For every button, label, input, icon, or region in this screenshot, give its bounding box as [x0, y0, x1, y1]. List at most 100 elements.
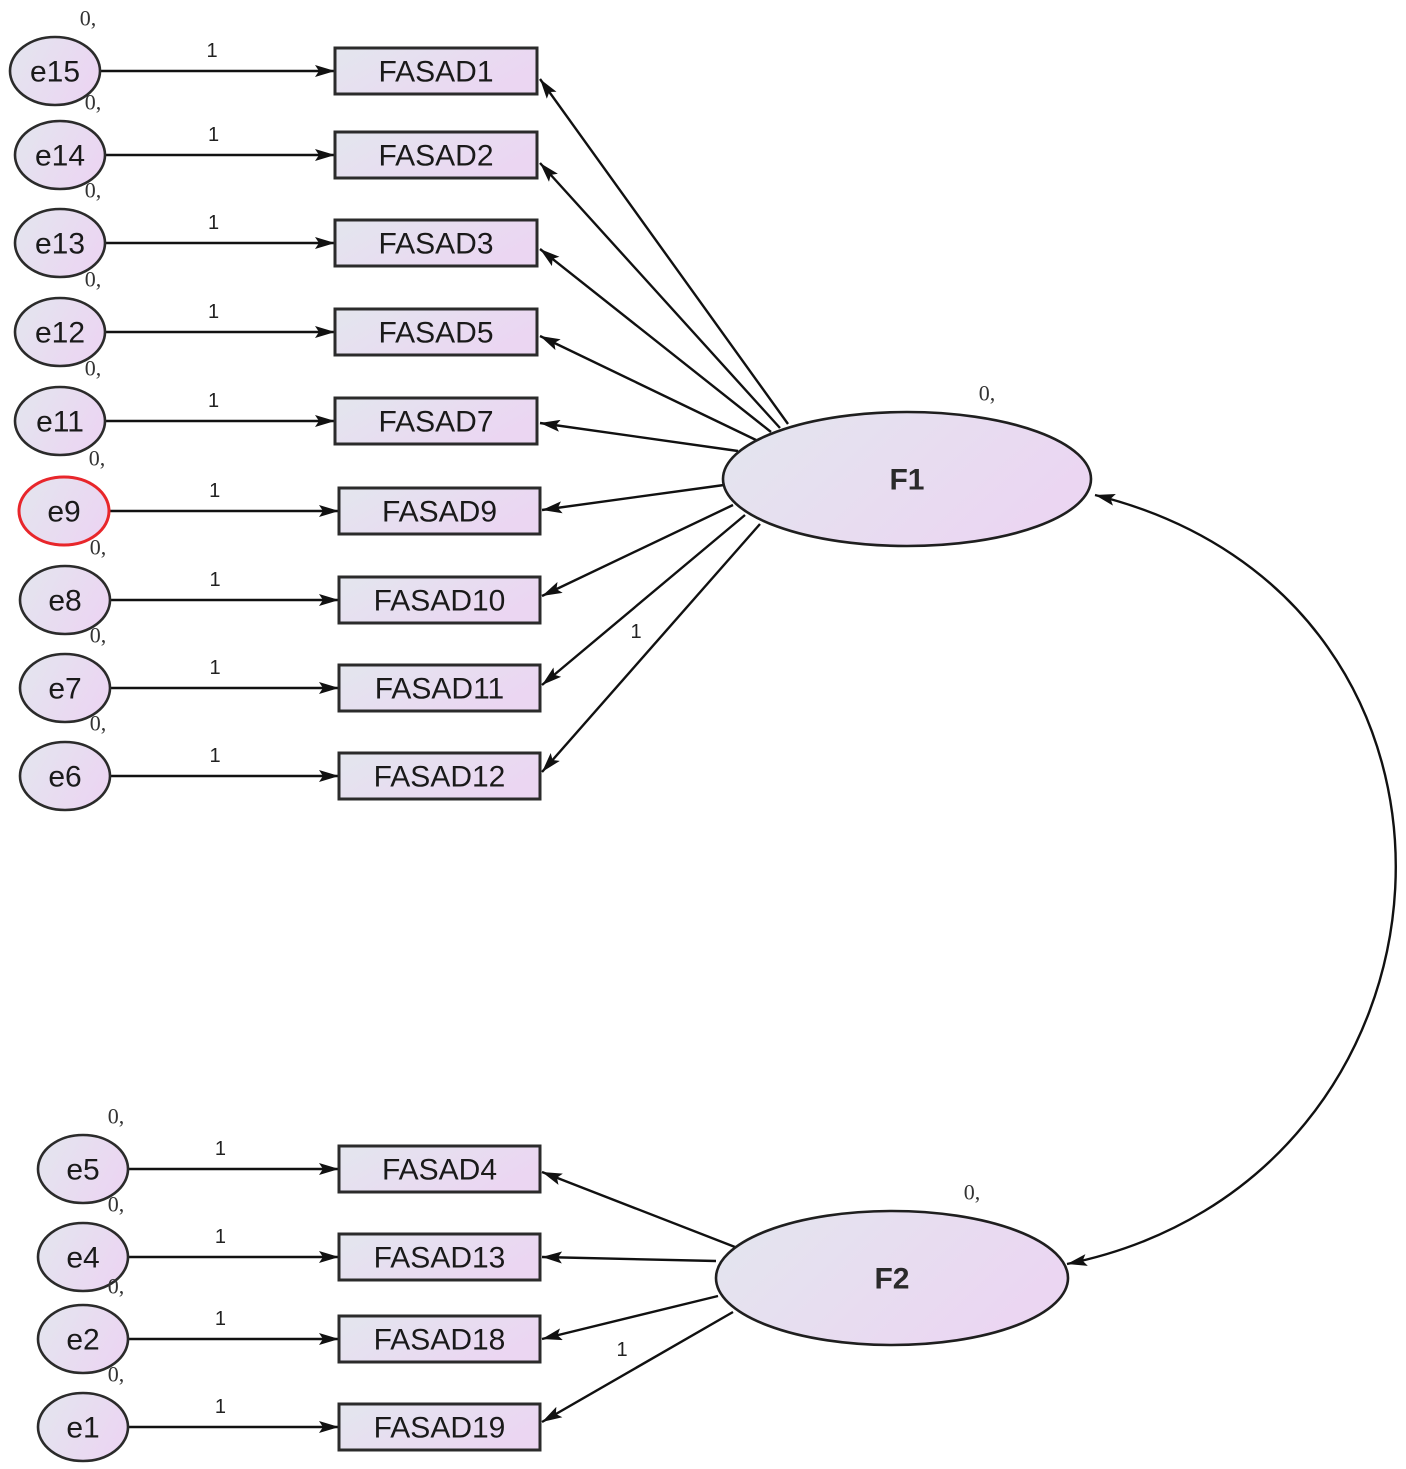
error-term-e8[interactable]: e8 0, [18, 535, 112, 636]
observed-box [337, 486, 542, 536]
observed-label: FASAD10 [374, 585, 506, 618]
observed-variable-fasad18[interactable]: FASAD18 [337, 1314, 542, 1364]
error-label: e13 [35, 228, 85, 261]
loading-path-fasad11 [541, 514, 746, 686]
observed-variable-fasad11[interactable]: FASAD11 [337, 663, 542, 713]
error-variance-label: 0, [85, 356, 102, 381]
loading-path-fasad19 [541, 1310, 734, 1424]
error-term-e6[interactable]: e60, [18, 711, 112, 812]
error-label: e7 [48, 673, 81, 706]
observed-label: FASAD13 [374, 1242, 506, 1275]
latent-factor-f1[interactable]: F1 0, [721, 381, 1093, 548]
loading-path-fasad4 [541, 1170, 736, 1249]
error-weight-label: 1 [215, 1226, 226, 1248]
error-ellipse [18, 652, 112, 724]
error-ellipse [36, 1221, 130, 1293]
error-weight-label: 1 [215, 1138, 226, 1160]
loading-path-fasad18 [541, 1294, 719, 1341]
error-ellipse [36, 1303, 130, 1375]
observed-variable-fasad4[interactable]: FASAD4 [337, 1144, 542, 1194]
error-ellipse [18, 740, 112, 812]
error-term-e9[interactable]: e9 0, [17, 446, 111, 547]
observed-box [333, 218, 539, 268]
observed-variable-fasad9[interactable]: FASAD9 [337, 486, 542, 536]
observed-box [337, 1144, 542, 1194]
error-weight-label: 1 [208, 124, 219, 146]
error-variance-label: 0, [90, 535, 107, 560]
error-term-e4[interactable]: e40, [36, 1192, 130, 1293]
observed-label: FASAD9 [382, 496, 497, 529]
observed-label: FASAD18 [374, 1324, 506, 1357]
error-weight-label: 1 [209, 569, 220, 591]
observed-label: FASAD1 [378, 56, 493, 89]
error-weight-label: 1 [215, 1396, 226, 1418]
error-label: e1 [66, 1412, 99, 1445]
error-variance-label: 0, [90, 623, 107, 648]
error-weight-label: 1 [208, 390, 219, 412]
factor-label: F2 [874, 1263, 909, 1296]
error-weight-label: 1 [209, 745, 220, 767]
observed-box [337, 663, 542, 713]
observed-label: FASAD4 [382, 1154, 497, 1187]
error-ellipse [13, 119, 107, 191]
observed-box [337, 1314, 542, 1364]
error-ellipse [36, 1133, 130, 1205]
observed-label: FASAD12 [374, 761, 506, 794]
observed-variable-fasad12[interactable]: FASAD12 [337, 751, 542, 801]
covariance-arc-f1-f2 [1066, 493, 1397, 1266]
observed-label: FASAD19 [374, 1412, 506, 1445]
error-label: e12 [35, 317, 85, 350]
error-weight-label: 1 [215, 1308, 226, 1330]
error-ellipse [13, 207, 107, 279]
loading-path-fasad12 [541, 523, 761, 773]
observed-variable-fasad3[interactable]: FASAD3 [333, 218, 539, 268]
latent-factor-f2[interactable]: F20, [714, 1180, 1070, 1347]
factor-ellipse [714, 1209, 1070, 1347]
loading-path-fasad2 [539, 162, 781, 429]
error-ellipse [13, 296, 107, 368]
error-label: e4 [66, 1242, 99, 1275]
observed-box [333, 130, 539, 180]
observed-box [333, 307, 539, 357]
observed-variable-fasad5[interactable]: FASAD5 [333, 307, 539, 357]
observed-label: FASAD2 [378, 140, 493, 173]
observed-box [337, 1232, 542, 1282]
error-weight-label: 1 [209, 480, 220, 502]
factor-ellipse [721, 410, 1093, 548]
error-variance-label: 0, [85, 267, 102, 292]
error-ellipse [13, 385, 107, 457]
observed-variable-fasad19[interactable]: FASAD19 [337, 1402, 542, 1452]
observed-variable-fasad10[interactable]: FASAD10 [337, 575, 542, 625]
error-label: e6 [48, 761, 81, 794]
error-ellipse [36, 1391, 130, 1463]
error-label: e5 [66, 1154, 99, 1187]
observed-variable-fasad2[interactable]: FASAD2 [333, 130, 539, 180]
error-variance-label: 0, [85, 178, 102, 203]
error-term-e7[interactable]: e7 0, [18, 623, 112, 724]
error-ellipse [17, 475, 111, 547]
observed-box [337, 751, 542, 801]
observed-variable-fasad13[interactable]: FASAD13 [337, 1232, 542, 1282]
loading-path-fasad7 [539, 419, 739, 453]
error-label: e2 [66, 1324, 99, 1357]
factor-variance-label: 0, [979, 381, 996, 406]
error-term-e1[interactable]: e10, [36, 1362, 130, 1463]
error-label: e9 [47, 496, 80, 529]
error-weight-label: 1 [208, 212, 219, 234]
observed-variable-fasad1[interactable]: FASAD1 [333, 46, 539, 96]
error-weight-label: 1 [208, 301, 219, 323]
factor-label: F1 [889, 464, 924, 497]
observed-variable-fasad7[interactable]: FASAD7 [333, 396, 539, 446]
error-term-e5[interactable]: e50, [36, 1104, 130, 1205]
error-term-e2[interactable]: e20, [36, 1274, 130, 1375]
loading-path-fasad13 [541, 1251, 717, 1264]
error-label: e8 [48, 585, 81, 618]
error-variance-label: 0, [89, 446, 106, 471]
